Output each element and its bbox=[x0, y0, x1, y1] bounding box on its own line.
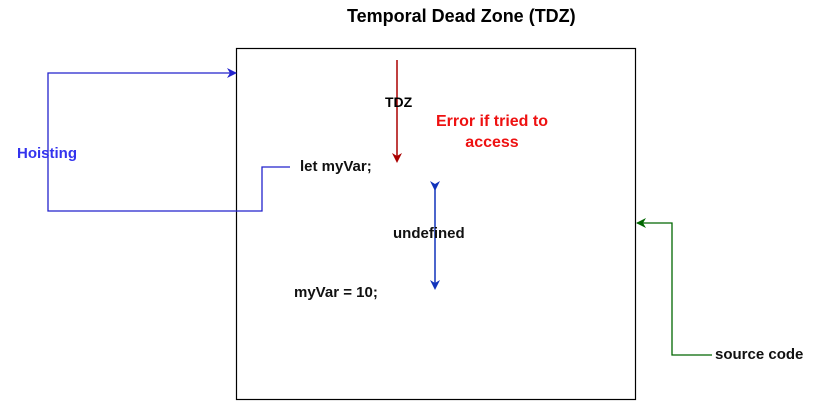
hoisting-arrow bbox=[47, 68, 290, 212]
undefined-label: undefined bbox=[393, 225, 465, 242]
declaration-statement: let myVar; bbox=[300, 158, 372, 175]
source-code-arrow bbox=[636, 218, 712, 356]
source-code-box bbox=[235, 47, 637, 401]
diagram-title: Temporal Dead Zone (TDZ) bbox=[347, 6, 576, 26]
source-code-label: source code bbox=[715, 346, 804, 363]
assignment-statement: myVar = 10; bbox=[294, 284, 378, 301]
tdz-label: TDZ bbox=[385, 94, 413, 110]
error-text: Error if tried to access bbox=[435, 113, 548, 151]
hoisting-label: Hoisting bbox=[17, 145, 77, 162]
